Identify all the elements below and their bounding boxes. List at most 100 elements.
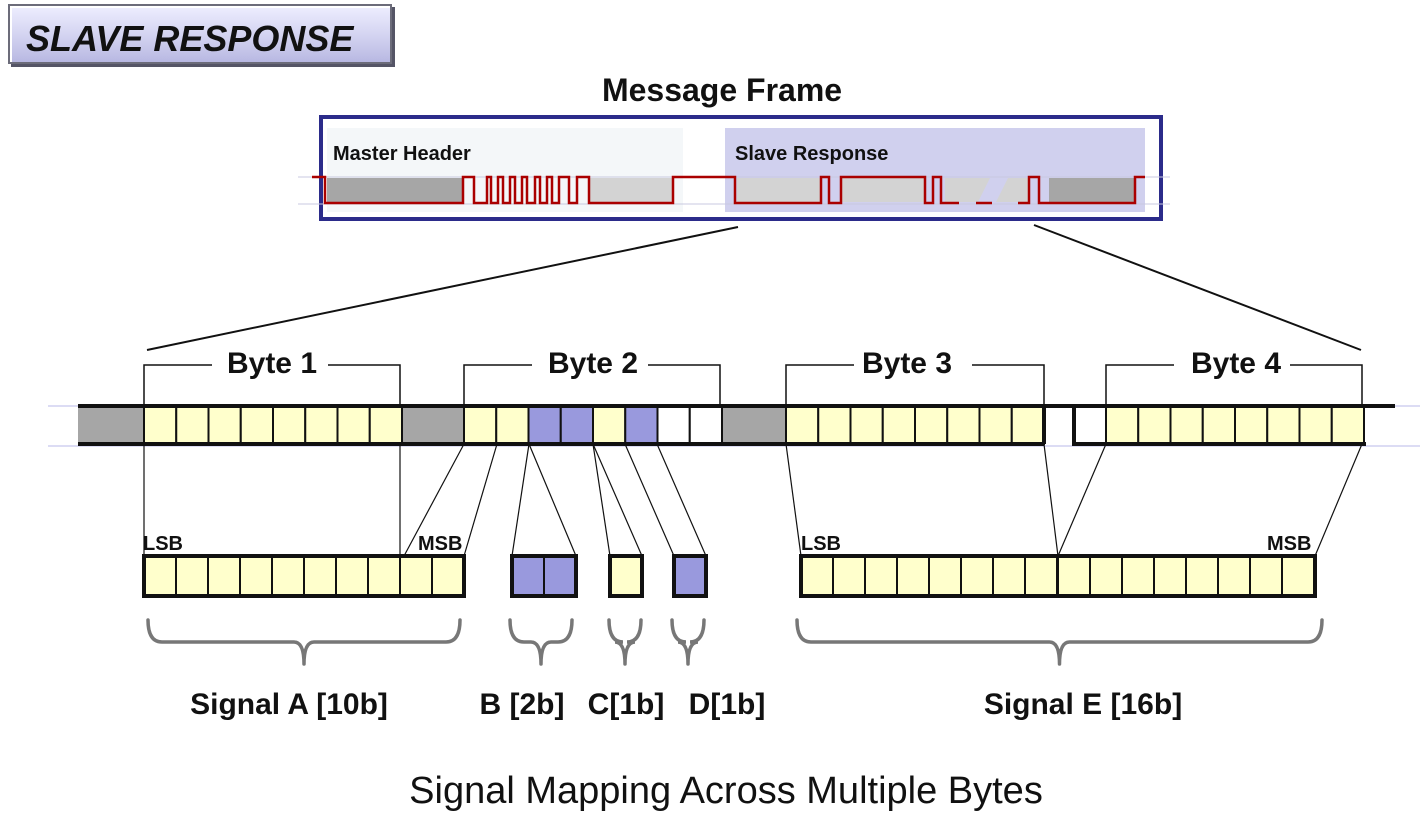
signal-bit-cell bbox=[175, 555, 209, 597]
slave-response-label: Slave Response bbox=[735, 143, 888, 165]
gray-frame-bit bbox=[754, 406, 786, 444]
signal-bit-cell bbox=[992, 555, 1026, 597]
byte-label: Byte 4 bbox=[1191, 347, 1281, 380]
bit-cell bbox=[1201, 405, 1236, 445]
bit-mapping-line bbox=[528, 443, 577, 557]
bit-cell bbox=[1330, 405, 1365, 445]
signal-bit-cell bbox=[431, 555, 465, 597]
signal-bit-cell bbox=[1249, 555, 1283, 597]
gray-frame-bit bbox=[400, 406, 432, 444]
signal-bit-cell bbox=[1057, 555, 1091, 597]
byte-bracket bbox=[143, 364, 401, 404]
bit-mapping-line bbox=[463, 443, 498, 557]
zoom-line-right bbox=[1033, 224, 1362, 351]
signal-bit-cell bbox=[239, 555, 273, 597]
signal-bit-cell bbox=[1153, 555, 1187, 597]
gray-frame-bit bbox=[111, 406, 144, 444]
signal-brace bbox=[670, 618, 706, 666]
bit-mapping-line bbox=[403, 443, 465, 557]
signal-outline bbox=[608, 554, 644, 598]
signal-bit-cell bbox=[271, 555, 305, 597]
bit-cell bbox=[143, 405, 178, 445]
signal-bit-cell bbox=[511, 555, 545, 597]
signal-bit-cell bbox=[960, 555, 994, 597]
frame-field bbox=[327, 178, 463, 202]
signal-bit-cell bbox=[1281, 555, 1315, 597]
signal-outline bbox=[799, 554, 1317, 598]
signal-bit-cell bbox=[864, 555, 898, 597]
zoom-line-left bbox=[146, 226, 739, 351]
signal-bit-cell bbox=[928, 555, 962, 597]
byte-bracket bbox=[463, 364, 721, 404]
bit-mapping-line bbox=[1314, 443, 1363, 557]
signal-label: Signal E [16b] bbox=[984, 688, 1182, 721]
frame-field bbox=[841, 178, 925, 202]
msb-label: MSB bbox=[1267, 533, 1311, 555]
bit-cell bbox=[1169, 405, 1204, 445]
bit-cell bbox=[495, 405, 530, 445]
signal-label: B [2b] bbox=[480, 688, 565, 721]
bit-cell bbox=[559, 405, 594, 445]
slide-caption: Signal Mapping Across Multiple Bytes bbox=[409, 770, 1043, 812]
bit-mapping-line bbox=[1043, 443, 1059, 557]
signal-bit-cell bbox=[1089, 555, 1123, 597]
byte-bracket bbox=[1105, 364, 1363, 404]
bit-cell bbox=[849, 405, 884, 445]
bit-cell bbox=[239, 405, 274, 445]
byte-label: Byte 2 bbox=[548, 347, 638, 380]
signal-label: C[1b] bbox=[588, 688, 665, 721]
bit-cell bbox=[336, 405, 371, 445]
signal-outline bbox=[142, 554, 466, 598]
bit-mapping-line bbox=[785, 443, 802, 557]
bit-cell bbox=[1234, 405, 1269, 445]
bit-mapping-line bbox=[656, 443, 707, 557]
byte-label: Byte 3 bbox=[862, 347, 952, 380]
bit-mapping-line bbox=[624, 443, 675, 557]
gray-frame-bit bbox=[432, 406, 464, 444]
signal-bit-cell bbox=[1121, 555, 1155, 597]
frame-field bbox=[945, 178, 968, 202]
signal-brace bbox=[146, 618, 462, 666]
msb-label: MSB bbox=[418, 533, 462, 555]
bit-cell bbox=[175, 405, 210, 445]
frame-field-break bbox=[996, 178, 1029, 202]
signal-label: Signal A [10b] bbox=[190, 688, 388, 721]
signal-bit-cell bbox=[832, 555, 866, 597]
bit-cell bbox=[1266, 405, 1301, 445]
master-header-label: Master Header bbox=[333, 143, 471, 165]
signal-bit-cell bbox=[1217, 555, 1251, 597]
bit-mapping-line bbox=[511, 443, 530, 557]
frame-field bbox=[590, 178, 673, 202]
signal-bit-cell bbox=[543, 555, 577, 597]
signal-outline bbox=[672, 554, 708, 598]
signal-brace bbox=[795, 618, 1324, 666]
signal-bit-cell bbox=[1024, 555, 1058, 597]
signal-bit-cell bbox=[673, 555, 707, 597]
signal-bit-cell bbox=[609, 555, 643, 597]
signal-bit-cell bbox=[1185, 555, 1219, 597]
signal-bit-cell bbox=[399, 555, 433, 597]
bit-cell bbox=[914, 405, 949, 445]
lsb-label: LSB bbox=[143, 533, 183, 555]
signal-bit-cell bbox=[335, 555, 369, 597]
message-frame-title: Message Frame bbox=[602, 72, 842, 108]
signal-label: D[1b] bbox=[689, 688, 766, 721]
signal-bit-cell bbox=[800, 555, 834, 597]
frame-field bbox=[1049, 178, 1135, 202]
bit-cell bbox=[592, 405, 627, 445]
message-frame: Master Header Slave Response bbox=[298, 115, 1170, 221]
slide-title-box: SLAVE RESPONSE bbox=[8, 4, 392, 64]
gray-frame-bit bbox=[78, 406, 111, 444]
bit-cell bbox=[785, 405, 820, 445]
bit-cell bbox=[881, 405, 916, 445]
bit-cell bbox=[304, 405, 339, 445]
bit-cell bbox=[272, 405, 307, 445]
frame-field-break bbox=[968, 178, 990, 202]
bit-row-outline bbox=[78, 404, 1395, 446]
signal-bit-cell bbox=[207, 555, 241, 597]
bit-cell bbox=[978, 405, 1013, 445]
signal-bit-cell bbox=[896, 555, 930, 597]
bit-cell bbox=[368, 405, 403, 445]
gray-frame-bit bbox=[722, 406, 754, 444]
